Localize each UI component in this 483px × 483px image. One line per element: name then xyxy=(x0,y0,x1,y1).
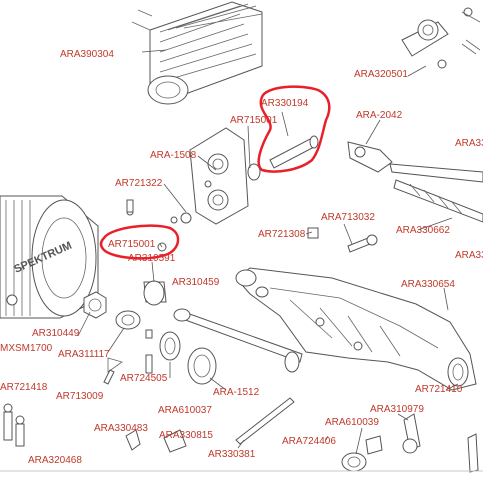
ball-end-part xyxy=(401,7,481,69)
part-label-ara610037: ARA610037 xyxy=(158,405,212,416)
part-label-ara320501: ARA320501 xyxy=(354,69,408,80)
turnbuckle-part xyxy=(347,141,483,223)
part-label-ara33-top: ARA33 xyxy=(455,138,483,149)
part-label-ar724505: AR724505 xyxy=(120,373,168,384)
leader-lines xyxy=(77,49,459,455)
part-label-ar721308: AR721308 xyxy=(258,229,306,240)
left-hardware xyxy=(3,199,303,453)
part-label-ar715001-left: AR715001 xyxy=(108,239,156,250)
hinge-pin-part xyxy=(269,135,319,169)
part-label-ar721322: AR721322 xyxy=(115,178,163,189)
part-label-ara310979: ARA310979 xyxy=(370,404,424,415)
part-label-ara320468: ARA320468 xyxy=(28,455,82,466)
part-label-ar330381: AR330381 xyxy=(208,449,256,460)
part-label-ara1512: ARA-1512 xyxy=(213,387,260,398)
highlight-loop-ar715001 xyxy=(99,224,180,260)
part-label-ara330483: ARA330483 xyxy=(94,423,148,434)
part-label-ara390304: ARA390304 xyxy=(60,49,114,60)
part-label-ara610039: ARA610039 xyxy=(325,417,379,428)
part-label-mxsm1700: MXSM1700 xyxy=(0,343,53,354)
part-label-ara713032: ARA713032 xyxy=(321,212,375,223)
part-label-ar310449: AR310449 xyxy=(32,328,80,339)
part-label-ar310459: AR310459 xyxy=(172,277,220,288)
part-label-ara330815: ARA330815 xyxy=(159,430,213,441)
heatsink-part xyxy=(131,1,263,105)
part-label-ara2042: ARA-2042 xyxy=(356,110,403,121)
part-label-ar330194: AR330194 xyxy=(261,98,309,109)
suspension-arm-part xyxy=(235,267,477,391)
screw-part xyxy=(307,227,378,253)
part-label-ara330654: ARA330654 xyxy=(401,279,455,290)
motor-part: SPEKTRUM xyxy=(0,195,99,319)
part-label-ara311117: ARA311117 xyxy=(58,349,110,360)
part-label-ar715001-top: AR715001 xyxy=(230,115,278,126)
highlight-loop-ar330194 xyxy=(257,85,331,173)
part-label-ar721410: AR721410 xyxy=(415,384,463,395)
part-label-ara724406: ARA724406 xyxy=(282,436,336,447)
part-label-ar721418: AR721418 xyxy=(0,382,48,393)
part-label-ara330662: ARA330662 xyxy=(396,225,450,236)
bottom-right-hardware xyxy=(341,413,479,473)
part-label-ara1508: ARA-1508 xyxy=(150,150,197,161)
part-label-ara33-mid: ARA33 xyxy=(455,250,483,261)
carrier-part xyxy=(189,127,261,225)
part-label-ar713009: AR713009 xyxy=(56,391,104,402)
